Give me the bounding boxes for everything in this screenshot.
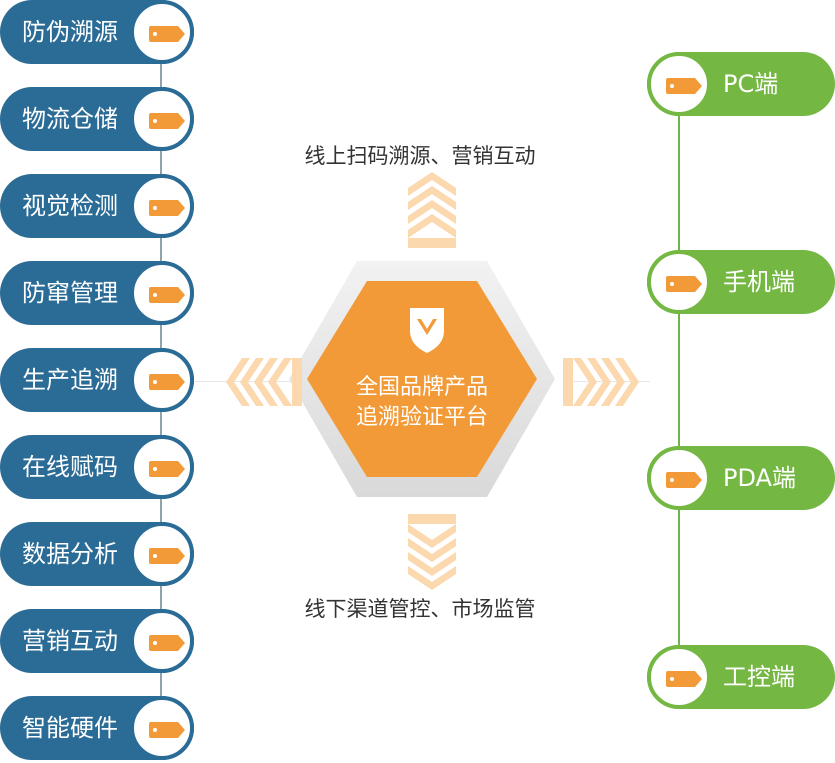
right-item-industrial[interactable]: 工控端 <box>647 645 835 709</box>
up-chevron-arrow <box>408 172 456 248</box>
left-item-label: 在线赋码 <box>22 453 118 481</box>
left-item-label: 数据分析 <box>22 540 118 568</box>
right-item-mobile[interactable]: 手机端 <box>647 250 835 314</box>
tag-icon <box>149 722 185 738</box>
center-title: 全国品牌产品 追溯验证平台 <box>287 373 557 433</box>
left-item-logistics[interactable]: 物流仓储 <box>0 87 194 151</box>
left-item-label: 防伪溯源 <box>22 18 118 46</box>
left-item-smart-hardware[interactable]: 智能硬件 <box>0 696 194 760</box>
center-title-line1: 全国品牌产品 <box>355 375 488 400</box>
left-item-marketing[interactable]: 营销互动 <box>0 609 194 673</box>
left-chevron-arrow <box>226 358 302 406</box>
center-hexagon <box>289 261 555 497</box>
left-item-data-analysis[interactable]: 数据分析 <box>0 522 194 586</box>
right-item-label: 工控端 <box>723 663 795 691</box>
tag-icon <box>149 26 185 42</box>
tag-icon <box>666 472 702 488</box>
right-item-label: PC端 <box>723 70 779 98</box>
left-item-label: 营销互动 <box>22 627 118 655</box>
tag-icon <box>666 276 702 292</box>
bottom-caption: 线下渠道管控、市场监管 <box>304 597 536 621</box>
right-item-label: 手机端 <box>723 268 795 296</box>
left-item-online-coding[interactable]: 在线赋码 <box>0 435 194 499</box>
right-item-label: PDA端 <box>723 464 796 492</box>
tag-icon <box>149 374 185 390</box>
shield-check-icon <box>410 308 444 353</box>
tag-icon <box>149 461 185 477</box>
down-chevron-arrow <box>408 514 456 590</box>
tag-icon <box>666 78 702 94</box>
left-item-anti-counterfeit[interactable]: 防伪溯源 <box>0 0 194 64</box>
left-item-label: 防窜管理 <box>22 279 118 307</box>
tag-icon <box>149 113 185 129</box>
right-item-pc[interactable]: PC端 <box>647 52 835 116</box>
center-title-line2: 追溯验证平台 <box>355 405 488 430</box>
left-item-label: 视觉检测 <box>22 192 118 220</box>
right-connector-line <box>678 80 680 680</box>
tag-icon <box>149 548 185 564</box>
right-chevron-arrow <box>563 358 639 406</box>
tag-icon <box>149 200 185 216</box>
tag-icon <box>149 287 185 303</box>
tag-icon <box>666 671 702 687</box>
right-item-pda[interactable]: PDA端 <box>647 446 835 510</box>
top-caption: 线上扫码溯源、营销互动 <box>304 144 536 168</box>
left-item-label: 智能硬件 <box>22 714 118 742</box>
left-item-label: 物流仓储 <box>22 105 118 133</box>
left-item-vision-inspection[interactable]: 视觉检测 <box>0 174 194 238</box>
left-item-label: 生产追溯 <box>22 366 118 394</box>
left-item-anti-diversion[interactable]: 防窜管理 <box>0 261 194 325</box>
tag-icon <box>149 635 185 651</box>
left-item-production-trace[interactable]: 生产追溯 <box>0 348 194 412</box>
